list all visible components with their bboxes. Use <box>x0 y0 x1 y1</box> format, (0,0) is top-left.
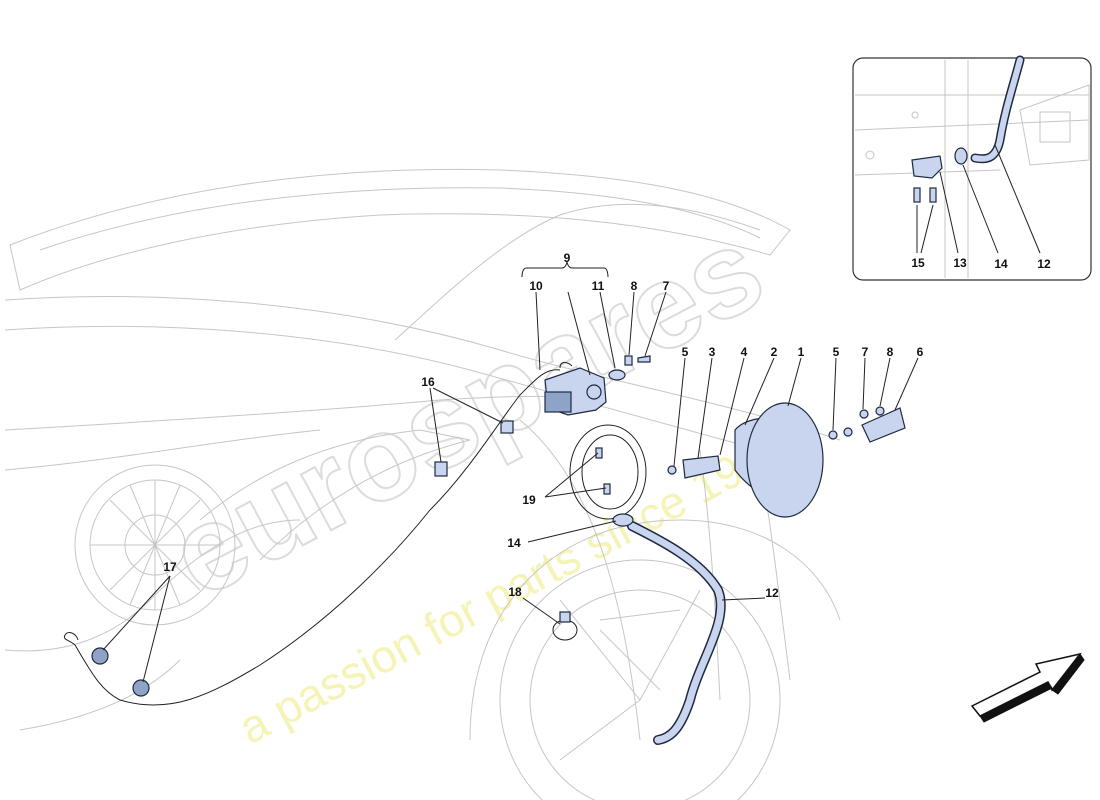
inset-screw-part-15a <box>913 187 921 203</box>
callout-12a: 12 <box>765 586 779 600</box>
callout-labels: 9 10 11 8 7 5 3 4 2 1 5 7 8 6 16 19 14 1… <box>163 251 923 600</box>
nut-part-5b <box>828 430 838 440</box>
callout-14b: 14 <box>994 257 1008 271</box>
tail-light-outer <box>74 464 236 626</box>
clamp-part-14a <box>612 513 634 527</box>
callout-8a: 8 <box>631 279 638 293</box>
callout-13: 13 <box>953 256 967 270</box>
fender-line <box>519 419 641 741</box>
nut-part-8a <box>624 355 633 366</box>
inset-clamp-part-14 <box>954 147 968 165</box>
fender-arch <box>469 519 841 741</box>
group-bracket-9 <box>521 261 609 278</box>
callout-19: 19 <box>522 493 536 507</box>
nut-part-5c <box>843 427 853 437</box>
inset-bracket-part-13 <box>911 155 943 179</box>
nut-part-5a <box>667 465 677 475</box>
callout-3: 3 <box>709 345 716 359</box>
callout-16: 16 <box>421 375 435 389</box>
fuel-flap-part-1 <box>746 402 824 518</box>
rear-bumper <box>4 519 301 652</box>
hose-part-12 <box>628 522 725 744</box>
fuel-neck-inner <box>581 434 639 510</box>
nut-part-7b <box>859 409 869 419</box>
inset-frame <box>852 57 1092 281</box>
hinge-part-6 <box>861 407 906 443</box>
callout-7a: 7 <box>663 279 670 293</box>
inset-screw-part-15b <box>929 187 937 203</box>
callout-1: 1 <box>798 345 805 359</box>
rear-window-outline <box>9 168 791 291</box>
car-body-outline <box>4 168 841 741</box>
wheel-rim <box>529 589 751 800</box>
clip-part-16a <box>500 420 514 434</box>
tail-light <box>74 464 236 626</box>
wheel <box>499 559 781 800</box>
bracket-part-3 <box>682 455 721 479</box>
callout-11: 11 <box>592 279 605 293</box>
callout-9: 9 <box>564 251 571 265</box>
fuel-neck-outer <box>569 424 647 520</box>
tail-structure <box>199 429 471 561</box>
rear-bumper-lower <box>19 659 181 731</box>
roof-pillar <box>394 203 761 341</box>
fuel-neck-housing <box>569 424 647 520</box>
callout-17: 17 <box>163 560 177 574</box>
clip-part-16b <box>434 461 448 477</box>
screw-part-7a <box>637 355 651 363</box>
nut-part-8b <box>875 406 885 416</box>
panel-edge <box>699 449 721 701</box>
body-line-2 <box>4 325 761 451</box>
grommet-part-17b <box>132 679 150 697</box>
rear-window-inner <box>39 187 761 251</box>
wheel-tyre <box>499 559 781 800</box>
screw-part-19b <box>603 483 611 495</box>
lower-body-line <box>4 429 321 471</box>
inset-hose-part-12 <box>972 57 1023 162</box>
clamp-part-18 <box>552 619 578 641</box>
actuator-part-9 <box>544 362 607 416</box>
callout-4: 4 <box>741 345 748 359</box>
callout-15: 15 <box>911 256 925 270</box>
clamp-part-18-screw <box>559 611 571 623</box>
callout-2: 2 <box>771 345 778 359</box>
callout-12b: 12 <box>1037 257 1051 271</box>
arrow-up-right-icon <box>970 652 1085 723</box>
leader-lines <box>102 261 919 683</box>
callout-10: 10 <box>529 279 543 293</box>
callout-5a: 5 <box>682 345 689 359</box>
callout-5b: 5 <box>833 345 840 359</box>
callout-6: 6 <box>917 345 924 359</box>
screw-part-19a <box>595 447 603 459</box>
callout-18: 18 <box>508 585 522 599</box>
grommet-part-17a <box>91 647 109 665</box>
cable-path <box>74 369 561 706</box>
release-cable <box>63 369 561 706</box>
inset-detail: 15 13 14 12 <box>852 55 1092 281</box>
washer-part-11 <box>608 369 626 381</box>
body-shoulder <box>4 296 841 441</box>
callout-8b: 8 <box>887 345 894 359</box>
callout-14a: 14 <box>507 536 521 550</box>
callout-7b: 7 <box>862 345 869 359</box>
